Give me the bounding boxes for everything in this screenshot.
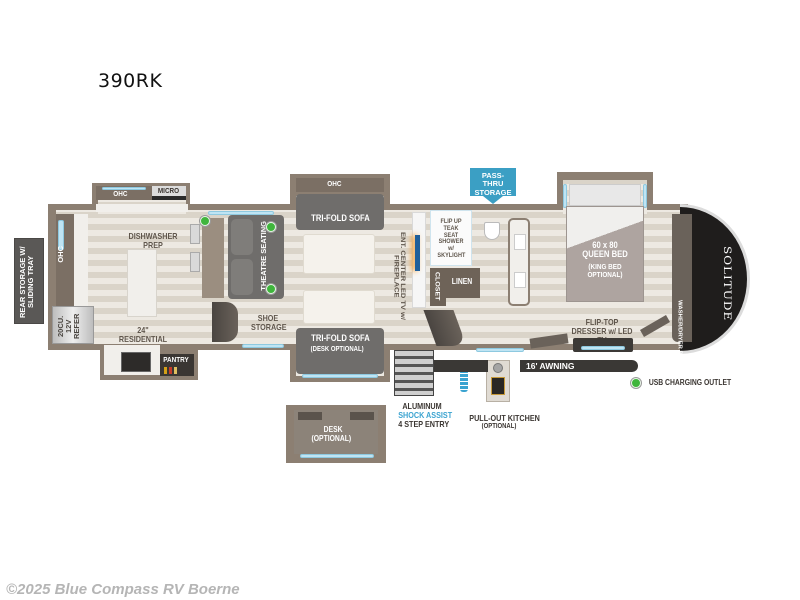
awning-bar <box>434 360 488 372</box>
entry-steps <box>394 350 434 396</box>
ent-center-label: ENT. CENTER LED TV w/ FIREPLACE <box>392 232 408 320</box>
door-panels-rear <box>212 302 238 342</box>
kitchen-island <box>127 249 157 317</box>
pantry-item <box>164 367 167 374</box>
bed-window-left <box>563 184 567 208</box>
sink-icon <box>514 234 526 250</box>
pull-out-kitchen-label: PULL-OUT KITCHEN <box>469 413 540 423</box>
flip-up-seat-label: FLIP UP TEAK SEAT <box>440 218 462 239</box>
flip-top-dresser <box>573 338 633 352</box>
seat-cushion <box>231 259 253 295</box>
refrigerator: 20CU. 12V REFER <box>52 306 94 344</box>
closet-label: CLOSET <box>433 272 440 301</box>
tri-fold-sofa-bottom: TRI-FOLD SOFA (DESK OPTIONAL) <box>296 328 384 374</box>
shower: FLIP UP TEAK SEAT SHOWER w/ SKYLIGHT <box>430 210 472 266</box>
queen-bed: 60 x 80 QUEEN BED (KING BED OPTIONAL) <box>566 206 644 302</box>
sink-icon <box>493 363 503 373</box>
usb-outlet-icon <box>266 284 276 294</box>
copyright-footer: ©2025 Blue Compass RV Boerne <box>6 581 240 598</box>
desk-optional-note: (DESK OPTIONAL) <box>310 346 364 353</box>
ohc-rear-label: OHC <box>56 246 65 263</box>
closet: CLOSET <box>430 268 446 306</box>
king-bed-optional-label: (KING BED OPTIONAL) <box>587 262 623 279</box>
living-ohc: OHC <box>296 178 384 192</box>
desk: DESK (OPTIONAL) <box>294 410 378 454</box>
shower-label: SHOWER w/ SKYLIGHT <box>437 238 466 259</box>
sofa-ottoman-top <box>303 234 375 274</box>
kitchen-bar-counter <box>202 218 224 298</box>
bar-chair-1 <box>190 224 200 244</box>
tv-fireplace-icon <box>415 235 420 271</box>
usb-outlet-icon <box>200 216 210 226</box>
entertainment-center <box>412 212 426 308</box>
ohc-living-label: OHC <box>327 179 342 188</box>
desk-drawer <box>298 412 322 420</box>
desk-label: DESK <box>323 425 343 434</box>
entry-label-line3: 4 STEP ENTRY <box>398 419 450 429</box>
kitchen-counter-top <box>96 204 188 212</box>
rear-window <box>58 220 64 250</box>
pantry-item <box>169 367 172 374</box>
desk-window <box>300 454 374 458</box>
front-closet-washer <box>672 214 692 342</box>
tri-fold-sofa-top: TRI-FOLD SOFA <box>296 194 384 230</box>
awning-label: 16' AWNING <box>526 361 575 371</box>
awning: 16' AWNING <box>520 360 638 372</box>
entry-label-line2: SHOCK ASSIST <box>398 410 453 420</box>
vanity <box>508 218 530 306</box>
usb-legend-icon <box>631 378 641 388</box>
pantry-item <box>174 367 177 374</box>
desk-drawer <box>350 412 374 420</box>
theatre-seating-label: THEATRE SEATING <box>259 221 268 291</box>
pull-out-optional-label: (OPTIONAL) <box>481 423 517 430</box>
shoe-storage-label: SHOE STORAGE <box>251 313 287 332</box>
toilet <box>484 222 500 240</box>
sink-icon <box>514 272 526 288</box>
tri-fold-sofa-bottom-label: TRI-FOLD SOFA <box>311 333 370 343</box>
desk-optional-label: (OPTIONAL) <box>311 434 352 443</box>
range-cooktop <box>121 352 151 372</box>
pull-out-kitchen <box>486 360 510 402</box>
pantry: PANTRY <box>160 354 194 376</box>
bed-pillows <box>569 184 641 206</box>
pass-thru-storage-badge: PASS-THRU STORAGE <box>470 168 516 204</box>
entry-label-line1: ALUMINUM <box>402 401 442 411</box>
kitchen-window <box>102 187 146 190</box>
bed-window-right <box>643 184 647 208</box>
ohc-kitchen-label: OHC <box>113 189 128 198</box>
refer-label: 20CU. 12V REFER <box>56 313 81 339</box>
pantry-label: PANTRY <box>163 355 189 364</box>
living-window-lower <box>242 344 284 348</box>
queen-bed-label: 60 x 80 QUEEN BED <box>582 240 628 260</box>
dishwasher-prep-label: DISHWASHER PREP <box>128 231 178 250</box>
model-title: 390RK <box>98 70 163 92</box>
microwave: MICRO <box>152 186 186 200</box>
usb-outlet-icon <box>266 222 276 232</box>
rear-counter <box>74 214 88 306</box>
bar-chair-2 <box>190 252 200 272</box>
solitude-logo: SOLITUDE <box>721 246 734 322</box>
kitchen-ohc: OHC <box>96 186 152 200</box>
seat-cushion <box>231 219 253 255</box>
living-window-left <box>208 211 274 215</box>
entry-window <box>476 348 524 352</box>
tri-fold-sofa-top-label: TRI-FOLD SOFA <box>311 213 370 223</box>
sofa-ottoman-bottom <box>303 290 375 324</box>
pass-thru-storage-label: PASS-THRU STORAGE <box>474 171 512 197</box>
water-hose-icon <box>460 370 468 392</box>
washer-dryer-label: WASHER/DRYER PREP <box>676 300 682 367</box>
dresser-tv-icon <box>581 346 625 350</box>
living-window-bottom <box>302 374 378 378</box>
linen-label: LINEN <box>451 277 473 286</box>
usb-legend-label: USB CHARGING OUTLET <box>648 378 732 387</box>
grill-icon <box>491 377 505 395</box>
rear-storage-label: REAR STORAGE W/ SLIDING TRAY <box>18 246 35 318</box>
micro-label: MICRO <box>157 186 180 195</box>
rear-storage: REAR STORAGE W/ SLIDING TRAY <box>14 238 44 324</box>
linen: LINEN <box>446 268 480 298</box>
